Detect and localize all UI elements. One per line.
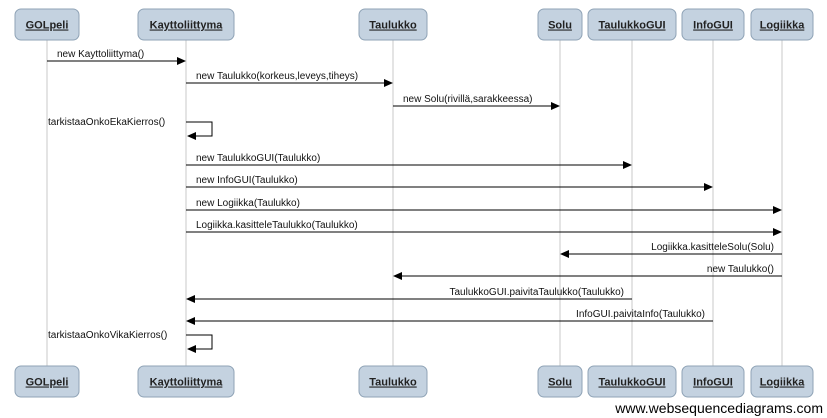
participant-box-infogui-top: InfoGUI	[681, 8, 745, 41]
participant-box-shape	[681, 365, 745, 398]
message-3: new Solu(rivillä,sarakkeessa)	[393, 94, 560, 110]
participant-box-taulukko-top: Taulukko	[358, 8, 428, 41]
message-1: new Kayttoliittyma()	[47, 49, 186, 65]
message-label: InfoGUI.paivitaInfo(Taulukko)	[576, 309, 705, 320]
participant-box-shape	[587, 8, 677, 41]
arrow-head	[177, 57, 186, 65]
message-5: new TaulukkoGUI(Taulukko)	[186, 153, 632, 169]
message-10: new Taulukko()	[393, 264, 782, 280]
participant-box-shape	[537, 8, 583, 41]
message-label: TaulukkoGUI.paivitaTaulukko(Taulukko)	[449, 287, 624, 298]
message-label: new Logiikka(Taulukko)	[196, 198, 300, 209]
participant-box-golpeli-bottom: GOLpeli	[14, 365, 80, 398]
message-9: Logiikka.kasitteleSolu(Solu)	[560, 242, 782, 258]
message-13: tarkistaaOnkoVikaKierros()	[48, 330, 213, 353]
participant-label: TaulukkoGUI	[598, 20, 665, 32]
participant-box-shape	[681, 8, 745, 41]
participant-label: Solu	[548, 20, 572, 32]
message-label: Logiikka.kasitteleSolu(Solu)	[651, 242, 774, 253]
message-label: new Kayttoliittyma()	[57, 49, 144, 60]
participant-label: Taulukko	[369, 20, 417, 32]
message-4: tarkistaaOnkoEkaKierros()	[48, 117, 213, 140]
arrow-head	[187, 345, 196, 353]
message-label: tarkistaaOnkoEkaKierros()	[48, 117, 165, 128]
self-message-line	[186, 121, 213, 137]
message-12: InfoGUI.paivitaInfo(Taulukko)	[186, 309, 713, 325]
participant-box-kayttoliittyma-bottom: Kayttoliittyma	[137, 365, 235, 398]
message-label: new Solu(rivillä,sarakkeessa)	[403, 94, 533, 105]
arrow-head	[623, 161, 632, 169]
participant-label: Logiikka	[760, 377, 806, 389]
arrow-head	[773, 206, 782, 214]
participant-box-logiikka-top: Logiikka	[750, 8, 814, 41]
message-8: Logiikka.kasitteleTaulukko(Taulukko)	[186, 220, 782, 236]
arrow-head	[186, 295, 195, 303]
arrow-head	[551, 102, 560, 110]
participant-box-shape	[137, 365, 235, 398]
arrow-head	[560, 250, 569, 258]
message-7: new Logiikka(Taulukko)	[186, 198, 782, 214]
participant-box-kayttoliittyma-top: Kayttoliittyma	[137, 8, 235, 41]
participant-label: Solu	[548, 377, 572, 389]
participant-box-solu-bottom: Solu	[537, 365, 583, 398]
participant-box-shape	[750, 8, 814, 41]
participant-box-golpeli-top: GOLpeli	[14, 8, 80, 41]
message-label: new InfoGUI(Taulukko)	[196, 175, 298, 186]
participant-box-shape	[358, 365, 428, 398]
participant-box-solu-top: Solu	[537, 8, 583, 41]
participant-box-taulukkogui-bottom: TaulukkoGUI	[587, 365, 677, 398]
participant-box-logiikka-bottom: Logiikka	[750, 365, 814, 398]
message-2: new Taulukko(korkeus,leveys,tiheys)	[186, 71, 393, 87]
participant-box-taulukkogui-top: TaulukkoGUI	[587, 8, 677, 41]
participant-box-infogui-bottom: InfoGUI	[681, 365, 745, 398]
message-11: TaulukkoGUI.paivitaTaulukko(Taulukko)	[186, 287, 632, 303]
message-label: tarkistaaOnkoVikaKierros()	[48, 330, 167, 341]
participant-label: Kayttoliittyma	[150, 20, 224, 32]
arrow-head	[704, 183, 713, 191]
participant-box-shape	[14, 365, 80, 398]
message-label: new Taulukko(korkeus,leveys,tiheys)	[196, 71, 358, 82]
participant-label: InfoGUI	[693, 377, 733, 389]
participant-box-shape	[537, 365, 583, 398]
arrow-head	[384, 79, 393, 87]
self-message-line	[186, 334, 213, 350]
participant-label: Kayttoliittyma	[150, 377, 224, 389]
participant-label: TaulukkoGUI	[598, 377, 665, 389]
arrow-head	[773, 228, 782, 236]
participant-box-taulukko-bottom: Taulukko	[358, 365, 428, 398]
participant-box-shape	[14, 8, 80, 41]
arrow-head	[393, 272, 402, 280]
arrow-head	[186, 317, 195, 325]
message-label: new Taulukko()	[707, 264, 774, 275]
message-6: new InfoGUI(Taulukko)	[186, 175, 713, 191]
footer-watermark: www.websequencediagrams.com	[615, 400, 823, 416]
participant-label: GOLpeli	[26, 20, 69, 32]
participant-label: Logiikka	[760, 20, 806, 32]
participant-label: Taulukko	[369, 377, 417, 389]
message-label: new TaulukkoGUI(Taulukko)	[196, 153, 320, 164]
participant-box-shape	[750, 365, 814, 398]
participant-box-shape	[358, 8, 428, 41]
participant-label: GOLpeli	[26, 377, 69, 389]
participant-label: InfoGUI	[693, 20, 733, 32]
arrow-head	[187, 132, 196, 140]
participant-box-shape	[137, 8, 235, 41]
participant-box-shape	[587, 365, 677, 398]
message-label: Logiikka.kasitteleTaulukko(Taulukko)	[196, 220, 358, 231]
